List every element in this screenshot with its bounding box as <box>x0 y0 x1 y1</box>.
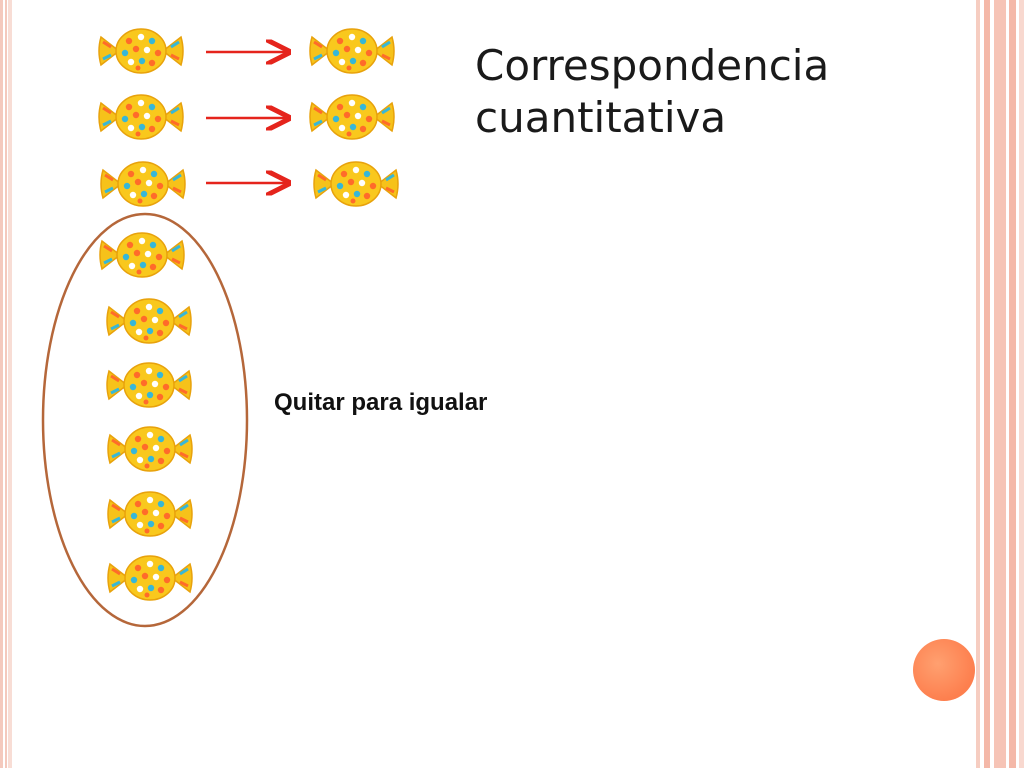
candy-icon <box>308 93 396 141</box>
left-column-candies <box>97 27 194 602</box>
correspondence-arrows <box>206 52 286 183</box>
candy-icon <box>105 297 193 345</box>
page-title: Correspondencia cuantitativa <box>475 40 829 144</box>
candy-icon <box>106 554 194 602</box>
right-border-decoration <box>976 0 1024 768</box>
title-line-2: cuantitativa <box>475 93 727 142</box>
candy-icon <box>98 231 186 279</box>
candy-icon <box>99 160 187 208</box>
candy-icon <box>97 27 185 75</box>
candy-icon <box>105 361 193 409</box>
candy-icon <box>106 490 194 538</box>
extras-ellipse <box>41 212 249 628</box>
right-column-candies <box>308 27 400 208</box>
left-border-decoration <box>0 0 12 768</box>
orange-dot-decoration <box>913 639 975 701</box>
caption: Quitar para igualar <box>274 389 488 416</box>
candy-icon <box>106 425 194 473</box>
candy-icon <box>312 160 400 208</box>
title-line-1: Correspondencia <box>475 41 830 90</box>
candy-icon <box>97 93 185 141</box>
candy-icon <box>308 27 396 75</box>
